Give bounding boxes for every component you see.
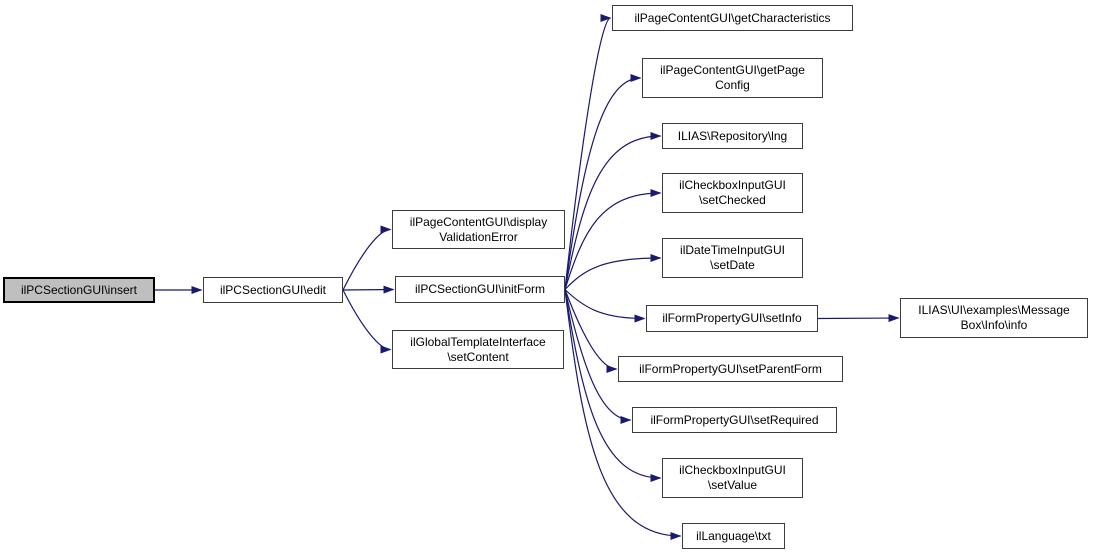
node-setParentForm[interactable]: ilFormPropertyGUI\setParentForm <box>618 356 843 382</box>
node-displayValidationError[interactable]: ilPageContentGUI\display ValidationError <box>392 210 565 249</box>
node-insert[interactable]: ilPCSectionGUI\insert <box>3 277 155 303</box>
node-edit[interactable]: ilPCSectionGUI\edit <box>203 277 343 303</box>
edge-initForm-setChecked <box>564 189 662 290</box>
edge-initForm-setValue <box>564 289 662 482</box>
node-getPageConfig[interactable]: ilPageContentGUI\getPage Config <box>642 58 823 98</box>
node-setInfo[interactable]: ilFormPropertyGUI\setInfo <box>646 305 818 332</box>
node-setContent[interactable]: ilGlobalTemplateInterface \setContent <box>392 330 564 369</box>
node-initForm[interactable]: ilPCSectionGUI\initForm <box>395 276 565 303</box>
edge-setInfo-messageBoxInfo <box>817 314 900 323</box>
node-lng[interactable]: ILIAS\Repository\lng <box>662 123 803 149</box>
node-setValue[interactable]: ilCheckboxInputGUI \setValue <box>662 458 803 498</box>
node-setChecked[interactable]: ilCheckboxInputGUI \setChecked <box>662 173 803 213</box>
edge-initForm-txt <box>564 289 682 540</box>
edge-edit-displayValidationError <box>342 225 392 291</box>
node-getCharacteristics[interactable]: ilPageContentGUI\getCharacteristics <box>612 5 853 31</box>
edge-initForm-lng <box>564 132 662 290</box>
node-messageBoxInfo[interactable]: ILIAS\UI\examples\Message Box\Info\info <box>900 298 1088 338</box>
edge-initForm-getPageConfig <box>564 74 642 290</box>
node-setDate[interactable]: ilDateTimeInputGUI \setDate <box>662 238 803 278</box>
edge-initForm-setRequired <box>564 289 632 424</box>
edge-edit-initForm <box>342 285 395 294</box>
edge-initForm-setParentForm <box>564 289 618 373</box>
edge-initForm-getCharacteristics <box>564 14 612 290</box>
node-txt[interactable]: ilLanguage\txt <box>682 523 785 549</box>
node-setRequired[interactable]: ilFormPropertyGUI\setRequired <box>632 407 837 433</box>
edge-edit-setContent <box>342 289 392 354</box>
edge-initForm-setInfo <box>564 289 646 323</box>
edge-initForm-setDate <box>564 254 662 290</box>
